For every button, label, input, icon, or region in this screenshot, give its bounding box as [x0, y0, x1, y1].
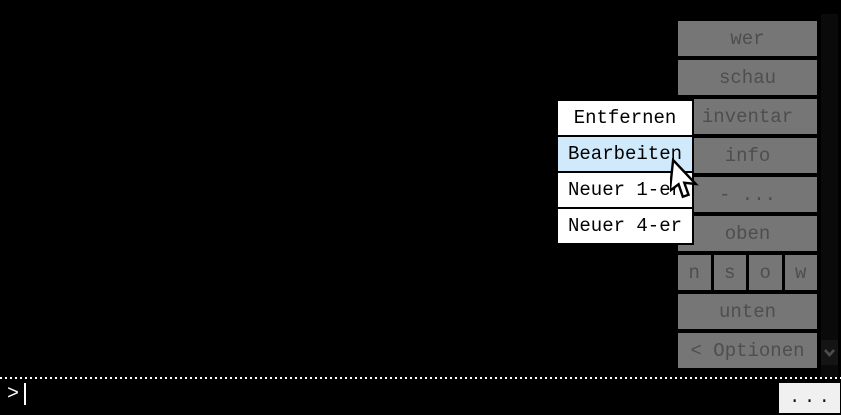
- sidebar-button-unten[interactable]: unten: [678, 294, 817, 329]
- menu-item-entfernen[interactable]: Entfernen: [558, 101, 692, 135]
- compass-button-south[interactable]: s: [713, 255, 746, 290]
- compass-button-east[interactable]: o: [749, 255, 782, 290]
- sidebar-button-wer[interactable]: wer: [678, 21, 817, 56]
- text-caret: [24, 383, 26, 405]
- menu-item-neuer-1er[interactable]: Neuer 1-er: [558, 171, 692, 207]
- compass-button-north[interactable]: n: [678, 255, 711, 290]
- command-input-bar[interactable]: > ...: [0, 379, 841, 415]
- chevron-down-icon: [824, 349, 835, 357]
- sidebar-button-optionen[interactable]: < Optionen: [678, 333, 817, 368]
- sidebar-button-oben[interactable]: oben: [678, 216, 817, 251]
- scrollbar-track[interactable]: [821, 14, 838, 378]
- compass-button-west[interactable]: w: [784, 255, 817, 290]
- sidebar-button-info[interactable]: info: [678, 138, 817, 173]
- more-button[interactable]: ...: [779, 383, 840, 413]
- sidebar-button-more[interactable]: - ...: [678, 177, 817, 212]
- menu-item-bearbeiten[interactable]: Bearbeiten: [558, 135, 692, 171]
- context-menu: Entfernen Bearbeiten Neuer 1-er Neuer 4-…: [556, 99, 694, 245]
- prompt-symbol: >: [7, 383, 20, 406]
- sidebar-button-inventar[interactable]: inventar: [678, 99, 817, 134]
- input-separator: [0, 377, 841, 379]
- scroll-down-button[interactable]: [821, 340, 838, 365]
- button-panel: wer schau inventar info - ... oben n s o…: [678, 21, 817, 368]
- compass-row: n s o w: [678, 255, 817, 290]
- menu-item-neuer-4er[interactable]: Neuer 4-er: [558, 207, 692, 243]
- sidebar-button-schau[interactable]: schau: [678, 60, 817, 95]
